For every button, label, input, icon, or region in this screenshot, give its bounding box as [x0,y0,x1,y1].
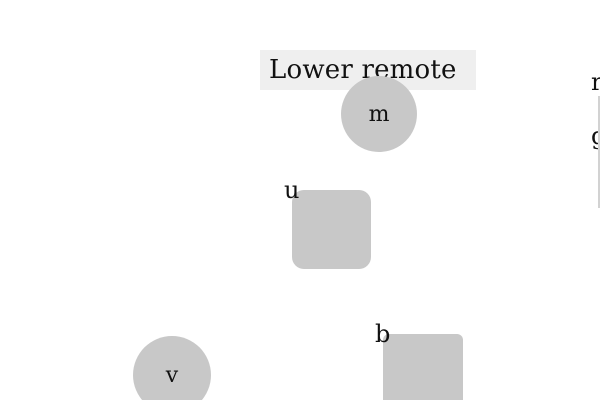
banner-label: Lower remote [260,50,476,90]
node-u-square[interactable] [292,190,371,269]
node-v-label: v [165,362,179,388]
node-u-label: u [284,176,300,204]
node-m-label: m [368,101,390,127]
node-v-circle[interactable]: v [133,336,211,400]
node-b-label: b [375,320,391,348]
node-b-square[interactable] [383,334,463,400]
edge-text-fragment-1: r [591,68,600,96]
edge-text-fragment-2: g [591,122,600,150]
edge-divider [598,96,600,208]
node-m-circle[interactable]: m [341,76,417,152]
